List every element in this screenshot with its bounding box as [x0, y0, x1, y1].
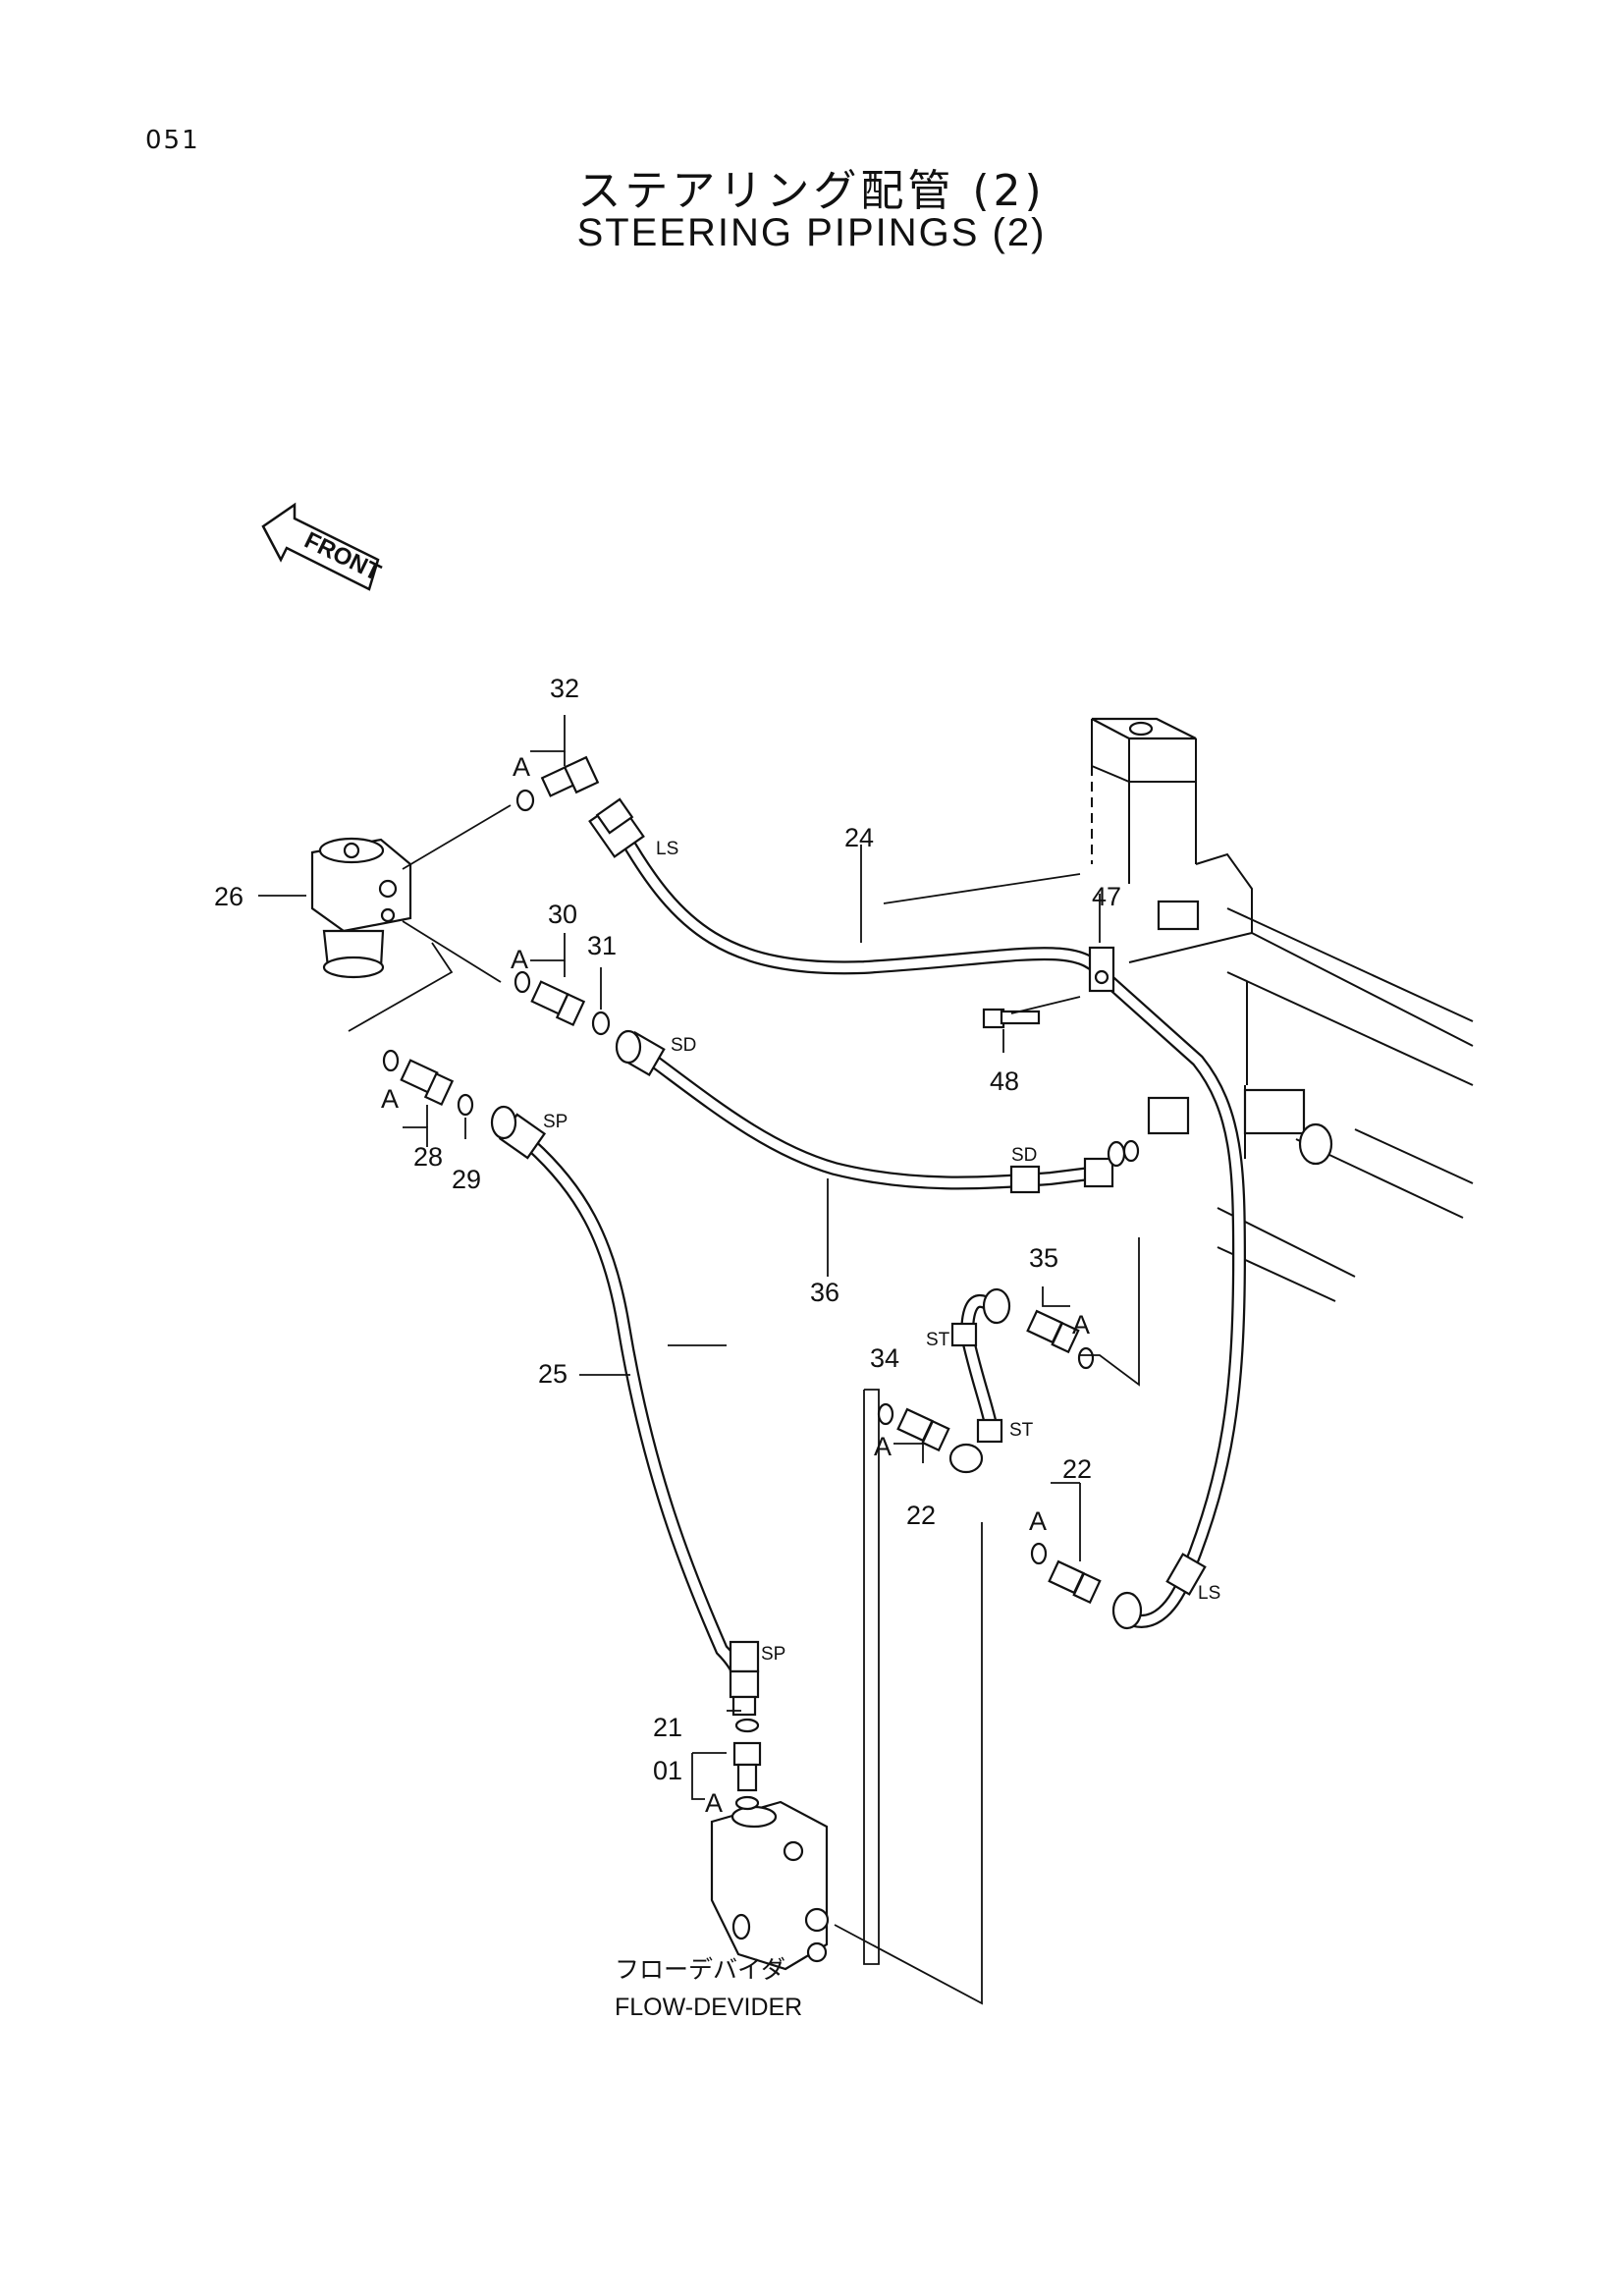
detail-a-references: A A A A A A A: [381, 752, 1090, 1818]
part-26-label: 26: [214, 882, 243, 911]
part-numbers: 26 32 30 31 28 29 24 47 48 36 35 34 25 2…: [214, 674, 1121, 1785]
fitting-28: [382, 1049, 474, 1117]
front-arrow-label: FRONT: [300, 527, 385, 587]
part-34-label: 34: [870, 1343, 899, 1373]
part-21-label: 21: [653, 1713, 682, 1742]
clamp-47: [1088, 900, 1200, 993]
hose-34: [948, 1287, 1011, 1474]
leader-lines: [258, 715, 1140, 2005]
port-tag-sd-upper: SD: [671, 1035, 696, 1056]
part-22b-label: 22: [1062, 1454, 1092, 1484]
port-tag-st-upper: ST: [926, 1330, 950, 1350]
detail-a-ref-32: A: [513, 752, 530, 782]
part-36-label: 36: [810, 1278, 839, 1307]
detail-a-ref-22b: A: [1029, 1506, 1047, 1536]
port-tag-ls-lower: LS: [1198, 1583, 1220, 1604]
page-number: 051: [145, 126, 200, 155]
part-48-label: 48: [990, 1066, 1019, 1096]
part-25-label: 25: [538, 1359, 568, 1389]
part-35-label: 35: [1029, 1243, 1058, 1273]
flow-divider-label-jp: フローデバイダ: [615, 1956, 785, 1984]
part-32-label: 32: [550, 674, 579, 703]
fitting-35: [1026, 1309, 1095, 1370]
part-22a-label: 22: [906, 1501, 936, 1530]
part-31-label: 31: [587, 931, 617, 960]
flow-divider-label-en: FLOW-DEVIDER: [615, 1994, 802, 2021]
steering-unit-26: [310, 837, 412, 979]
fitting-01: [732, 1718, 762, 1811]
hose-36: [615, 1029, 1140, 1194]
page-title-japanese: ステアリング配管 (2): [577, 166, 1046, 216]
fitting-30: [514, 970, 611, 1036]
port-tag-sp-upper: SP: [543, 1112, 568, 1132]
part-01-label: 01: [653, 1756, 682, 1785]
part-47-label: 47: [1092, 882, 1121, 911]
port-tag-ls-upper: LS: [656, 839, 678, 859]
part-24-label: 24: [844, 823, 874, 852]
detail-a-ref-28: A: [381, 1084, 399, 1114]
port-tag-sp-lower: SP: [761, 1644, 785, 1665]
detail-a-ref-01: A: [705, 1788, 723, 1818]
fitting-32-elbow: [515, 755, 600, 812]
port-tag-sd-lower: SD: [1011, 1145, 1037, 1166]
bolt-48: [982, 1008, 1041, 1029]
port-tag-st-lower: ST: [1009, 1420, 1034, 1441]
detail-a-ref-35: A: [1072, 1310, 1090, 1339]
part-28-label: 28: [413, 1142, 443, 1172]
fitting-22-lower: [1030, 1542, 1102, 1605]
fitting-22-upper: [877, 1402, 950, 1452]
part-30-label: 30: [548, 900, 577, 929]
port-tags: LS SD SP SD ST ST LS SP: [543, 839, 1220, 1665]
hose-25: [490, 1105, 760, 1717]
flow-divider-valve: [710, 1800, 830, 1971]
detail-a-ref-30: A: [511, 945, 528, 974]
front-arrow-icon: FRONT: [261, 502, 385, 591]
page-title-english: STEERING PIPINGS (2): [576, 211, 1047, 254]
detail-a-ref-22a: A: [874, 1432, 892, 1461]
part-29-label: 29: [452, 1165, 481, 1194]
tee-block: [1147, 1088, 1333, 1166]
